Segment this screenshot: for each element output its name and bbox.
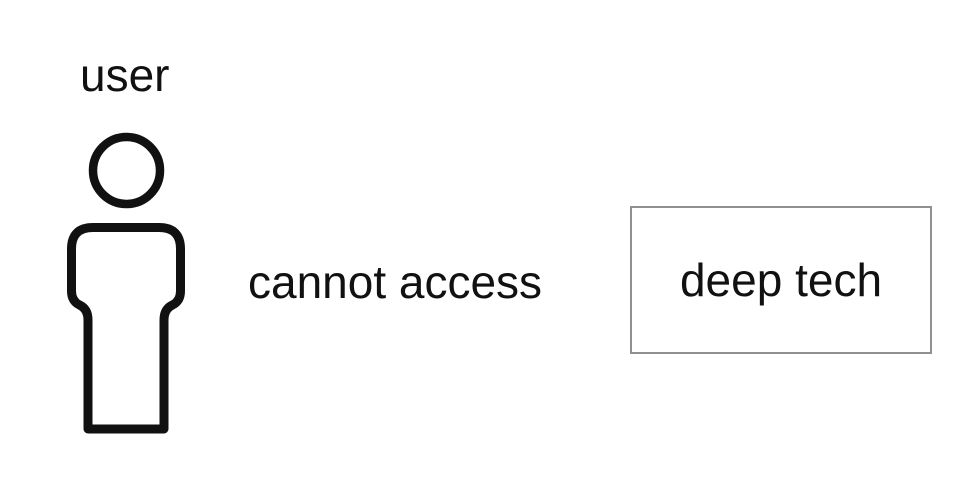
person-body-shape [67,223,185,434]
person-head-circle [88,132,165,209]
person-icon [50,120,190,450]
user-label: user [80,49,170,101]
deep-tech-box-label: deep tech [679,254,883,306]
deep-tech-box: deep tech [630,206,932,354]
relation-label: cannot access [248,256,543,308]
